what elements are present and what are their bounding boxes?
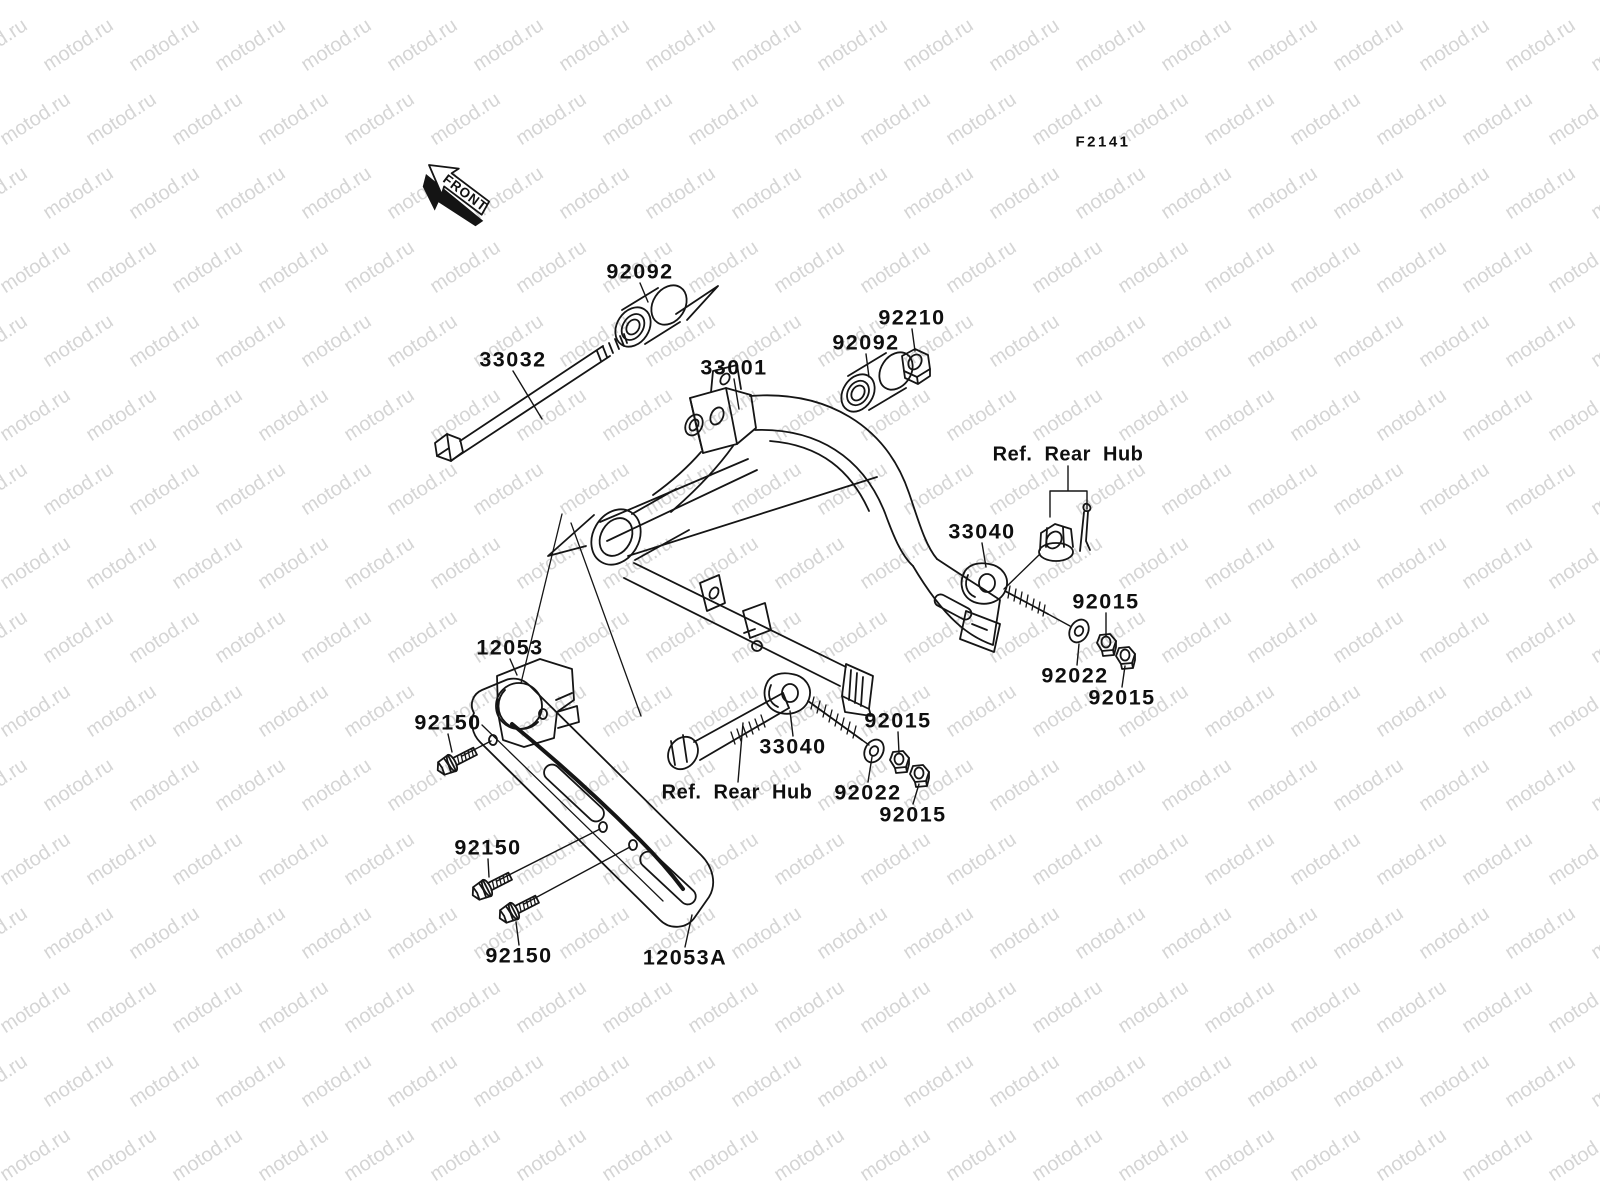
direction-arrow-top	[675, 285, 719, 321]
part-label-92150-c: 92150	[485, 943, 553, 968]
part-label-12053: 12053	[476, 635, 544, 660]
part-label-92022-bottom: 92022	[834, 780, 902, 805]
part-label-92015-right-a: 92015	[1072, 589, 1140, 614]
washer-92022-right	[1068, 618, 1090, 644]
ref-rear-hub-label-top: Ref. Rear Hub	[992, 443, 1144, 466]
part-label-92015-bottom-b: 92015	[879, 802, 947, 827]
projection-line-1	[520, 513, 563, 684]
part-label-92092-right: 92092	[832, 330, 900, 355]
part-label-92015-bottom-a: 92015	[864, 708, 932, 733]
part-label-92015-right-b: 92015	[1088, 685, 1156, 710]
part-label-92022-right: 92022	[1041, 663, 1109, 688]
washer-92022-bottom	[863, 738, 885, 764]
part-label-92150-b: 92150	[454, 835, 522, 860]
rear-hub-reference-top	[1003, 465, 1092, 590]
bolt-92150-b	[471, 871, 513, 901]
chain-adjuster-33040-bottom	[763, 672, 870, 746]
figure-code: F2141	[1075, 133, 1131, 151]
nut-92015-right-b	[1115, 646, 1136, 670]
part-label-92210: 92210	[878, 305, 946, 330]
swingarm-33001	[590, 364, 1001, 717]
pivot-bolt-33032	[434, 333, 628, 462]
bolt-92150-a	[436, 746, 478, 776]
chain-adjuster-33040-top	[960, 562, 1071, 627]
bushing-92092-top	[614, 284, 688, 348]
leader-lines	[447, 282, 1126, 948]
part-label-92150-a: 92150	[414, 710, 482, 735]
chain-guard-12053A	[470, 677, 715, 928]
part-label-33040-bottom: 33040	[759, 734, 827, 759]
part-label-33001: 33001	[700, 355, 768, 380]
ref-rear-hub-label-bottom: Ref. Rear Hub	[661, 781, 813, 804]
bolt-92150-c	[498, 894, 540, 924]
part-label-92092-top: 92092	[606, 259, 674, 284]
part-label-33032: 33032	[479, 347, 547, 372]
direction-arrow-pivot	[547, 514, 595, 557]
part-label-33040-top: 33040	[948, 519, 1016, 544]
nut-92015-bottom-b	[909, 764, 930, 788]
nut-92015-bottom-a	[889, 750, 910, 774]
projection-line-2	[570, 522, 642, 717]
rear-axle-bolt	[667, 692, 790, 771]
nut-92015-right-a	[1096, 633, 1117, 657]
part-label-12053A: 12053A	[642, 945, 728, 970]
